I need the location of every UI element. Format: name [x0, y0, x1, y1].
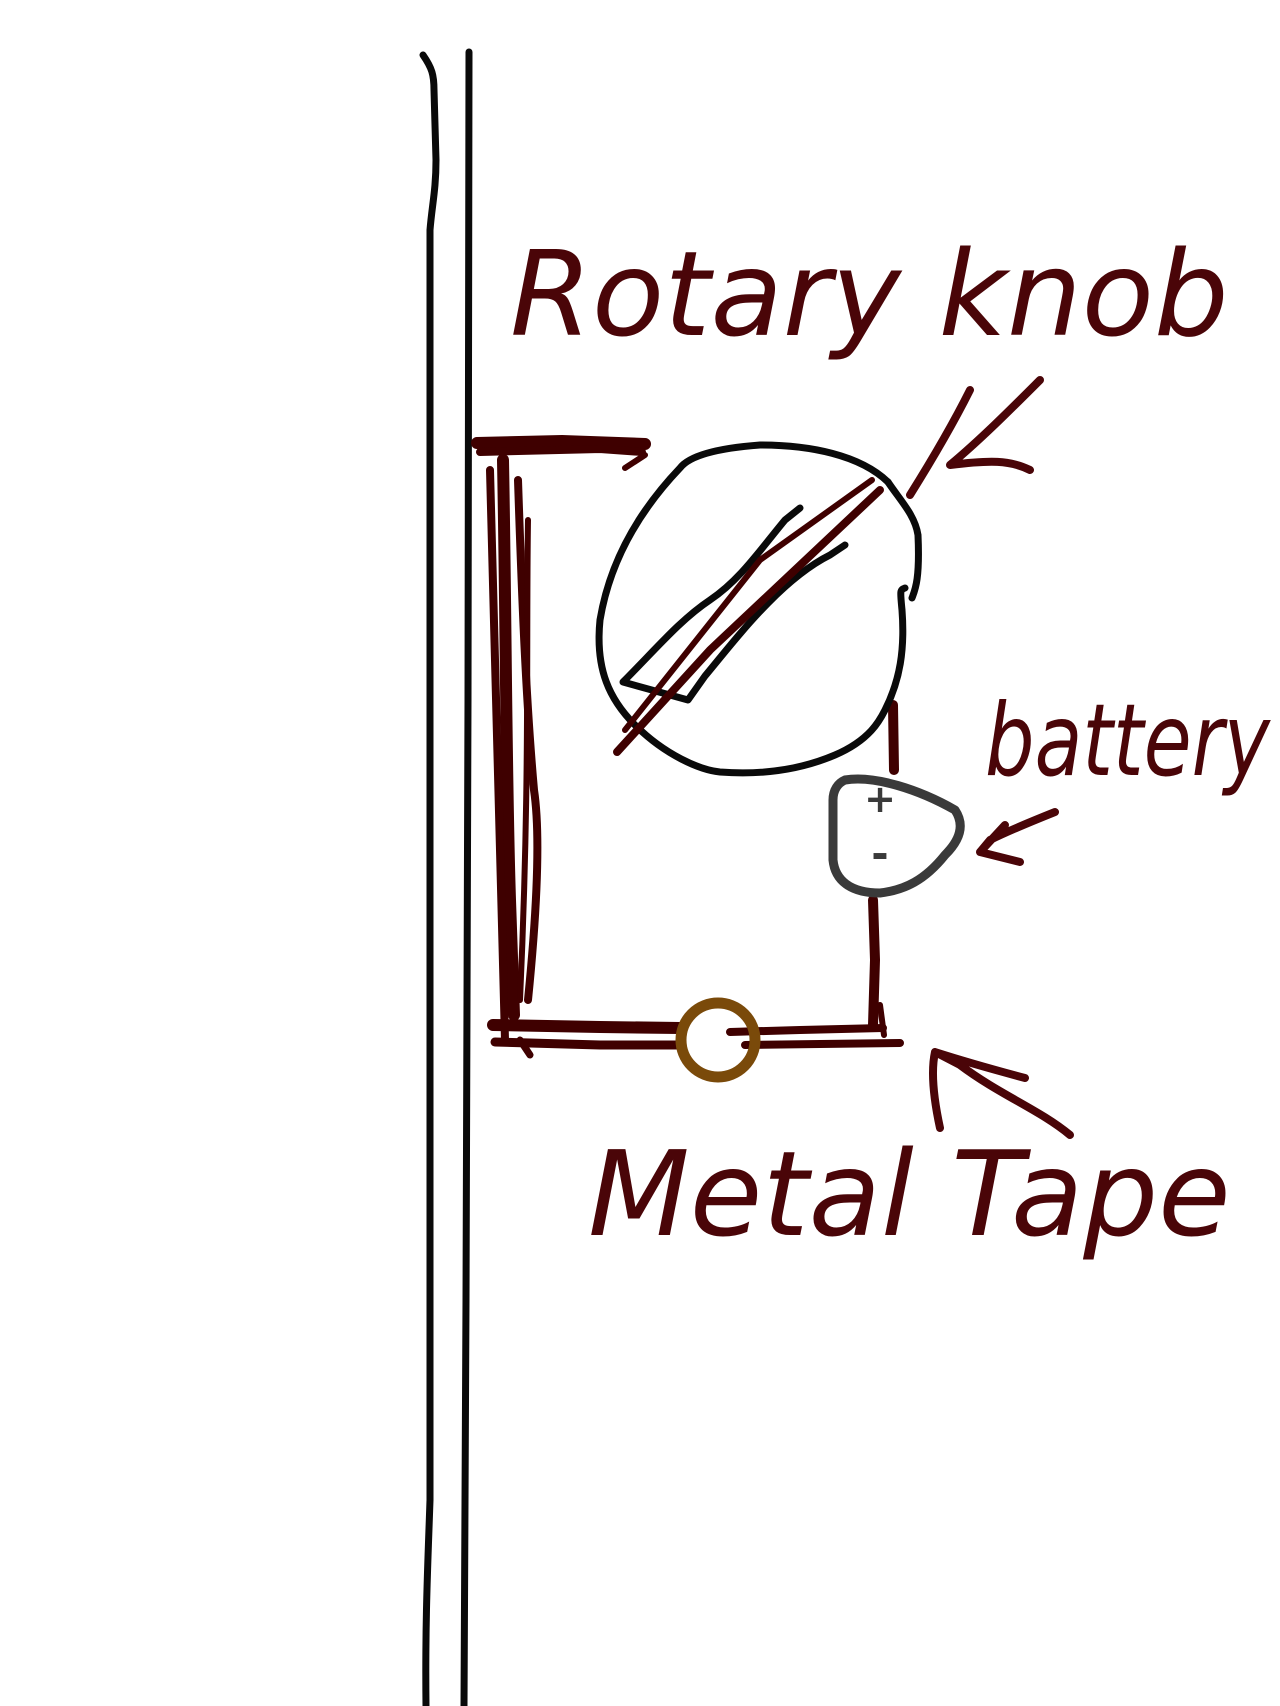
battery: + -: [828, 774, 965, 898]
metal-tape-contact: [675, 997, 761, 1083]
arrow-to-metal-tape: [928, 1048, 1074, 1139]
wall-edge: [419, 48, 473, 1706]
arrow-to-rotary-knob: [906, 376, 1044, 499]
wall-line-right: [460, 48, 473, 1706]
wire-top: [471, 435, 651, 450]
battery-body: [828, 774, 965, 898]
label-battery: battery: [985, 682, 1271, 799]
arrow-to-battery: [976, 808, 1059, 866]
arrows: [906, 376, 1074, 1139]
knob-pointer: [619, 504, 849, 704]
battery-positive-terminal: +: [864, 777, 896, 821]
label-metal-tape: Metal Tape: [588, 1125, 1231, 1263]
battery-negative-terminal: -: [871, 829, 888, 878]
rotary-knob: [595, 441, 922, 777]
wire-bottom: [487, 1019, 686, 1034]
knob-circle: [595, 441, 909, 777]
wire-right-upper: [888, 700, 899, 775]
wire-left: [497, 454, 520, 1021]
wall-line-left: [419, 51, 440, 1706]
wire-loop: [471, 435, 904, 1059]
knob-slash: [613, 486, 884, 756]
label-rotary-knob: Rotary knob: [510, 225, 1229, 363]
wire-right-lower: [868, 895, 880, 1030]
